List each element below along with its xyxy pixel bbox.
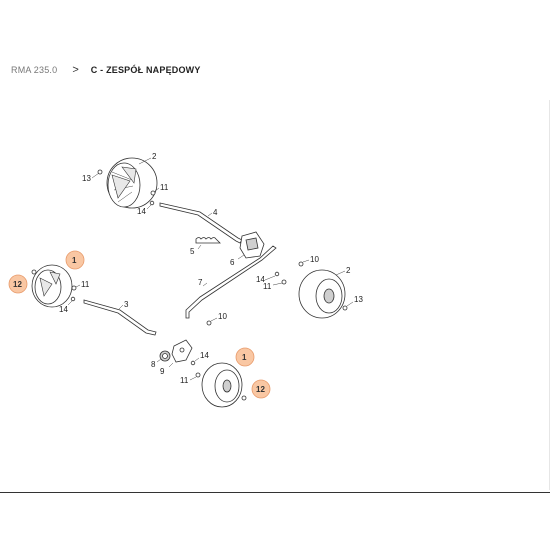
callout-8[interactable]: 8 <box>151 360 156 369</box>
callout-7[interactable]: 7 <box>198 278 203 287</box>
callout-3[interactable]: 3 <box>124 300 129 309</box>
callout-5[interactable]: 5 <box>190 247 195 256</box>
callout-14c[interactable]: 14 <box>59 305 68 314</box>
breadcrumb: RMA 235.0 > C - ZESPÓŁ NAPĘDOWY <box>11 64 201 76</box>
callout-1b[interactable]: 1 <box>242 353 247 362</box>
callout-1a-highlight[interactable] <box>65 250 85 270</box>
washer-11a[interactable] <box>150 190 156 196</box>
callout-14a[interactable]: 14 <box>137 207 146 216</box>
clip-14a[interactable] <box>149 200 155 206</box>
callout-12b[interactable]: 12 <box>256 385 265 394</box>
bolt-10b[interactable] <box>206 320 212 326</box>
callout-2a[interactable]: 2 <box>152 152 157 161</box>
callout-11a[interactable]: 11 <box>160 183 169 192</box>
callout-10a[interactable]: 10 <box>310 255 319 264</box>
callout-1a[interactable]: 1 <box>72 256 77 265</box>
footer-divider <box>0 492 550 493</box>
clip-14b[interactable] <box>274 271 280 277</box>
callout-6[interactable]: 6 <box>230 258 235 267</box>
callout-12a[interactable]: 12 <box>13 280 22 289</box>
callout-13a[interactable]: 13 <box>82 174 91 183</box>
drive-rod-7[interactable] <box>185 245 277 319</box>
washer-11c[interactable] <box>71 285 77 291</box>
spring-5[interactable] <box>195 237 221 244</box>
callout-11b[interactable]: 11 <box>263 282 272 291</box>
callout-10b[interactable]: 10 <box>218 312 227 321</box>
bracket-9[interactable] <box>171 339 193 363</box>
callout-11c[interactable]: 11 <box>81 280 90 289</box>
callout-14b[interactable]: 14 <box>256 275 265 284</box>
breadcrumb-parent-link[interactable]: RMA 235.0 <box>11 65 58 75</box>
callout-14d[interactable]: 14 <box>200 351 209 360</box>
washer-11d[interactable] <box>195 372 201 378</box>
bolt-10a[interactable] <box>298 261 304 267</box>
rear-wheel-top[interactable] <box>106 157 158 209</box>
clip-14c[interactable] <box>70 296 76 302</box>
axle-4[interactable] <box>159 202 243 244</box>
callout-13b[interactable]: 13 <box>354 295 363 304</box>
clip-14d[interactable] <box>190 360 196 366</box>
gear-housing-6[interactable] <box>239 231 265 259</box>
callout-12a-highlight[interactable] <box>8 274 28 294</box>
callout-11d[interactable]: 11 <box>180 376 189 385</box>
breadcrumb-current: C - ZESPÓŁ NAPĘDOWY <box>90 65 201 75</box>
callout-1b-highlight[interactable] <box>235 347 255 367</box>
front-wheel-bottom[interactable] <box>201 362 243 408</box>
callout-2b[interactable]: 2 <box>346 266 351 275</box>
washer-12a <box>31 269 37 275</box>
washer-11b[interactable] <box>281 279 287 285</box>
front-wheel-left[interactable] <box>31 264 73 308</box>
screw-13b[interactable] <box>342 305 348 311</box>
right-wheel[interactable] <box>298 269 346 319</box>
callout-4[interactable]: 4 <box>213 208 218 217</box>
bushing-8[interactable] <box>159 350 171 362</box>
washer-12b <box>241 395 247 401</box>
axle-3[interactable] <box>83 299 157 336</box>
chevron-right-icon: > <box>72 64 79 76</box>
callout-9[interactable]: 9 <box>160 367 165 376</box>
callout-12b-highlight[interactable] <box>251 379 271 399</box>
